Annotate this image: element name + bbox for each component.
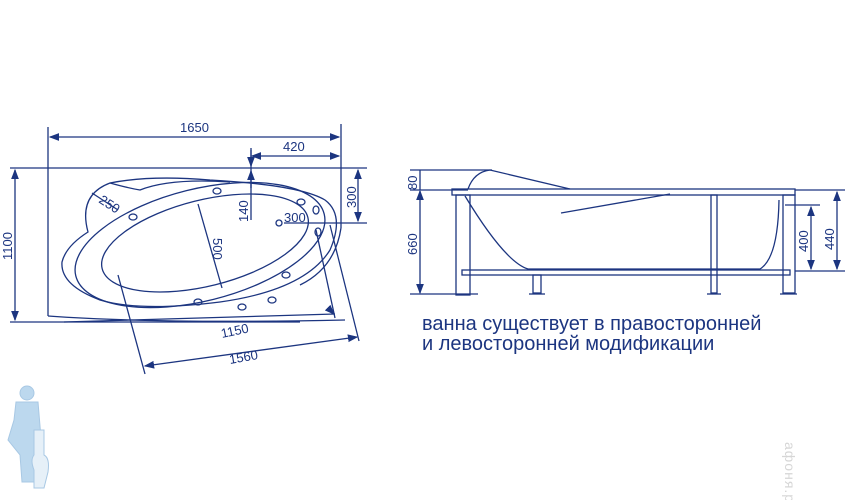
dim-drain-300: 300 <box>284 210 306 225</box>
side-view: 80 660 400 440 <box>405 169 845 296</box>
caption-line-2: и левосторонней модификации <box>422 333 715 355</box>
jets <box>128 187 322 311</box>
dim-80: 80 <box>405 176 420 190</box>
dim-400: 400 <box>796 230 811 252</box>
dim-1650: 1650 <box>180 120 209 135</box>
dim-1100: 1100 <box>0 232 15 260</box>
watermark: афоня.рф <box>782 442 798 500</box>
plumber-logo <box>7 385 49 489</box>
dim-250: 250 <box>96 192 122 216</box>
top-view: 1650 420 140 300 300 1100 <box>0 120 367 375</box>
caption-line-1: ванна существует в правосторонней <box>422 313 762 335</box>
dim-500: 500 <box>210 238 225 260</box>
dim-300-right: 300 <box>344 186 359 208</box>
dim-1560: 1560 <box>228 347 259 367</box>
dim-140: 140 <box>236 200 251 222</box>
dim-440: 440 <box>822 228 837 250</box>
dim-660: 660 <box>405 233 420 255</box>
dim-1150: 1150 <box>220 320 250 340</box>
dim-420: 420 <box>283 139 305 154</box>
